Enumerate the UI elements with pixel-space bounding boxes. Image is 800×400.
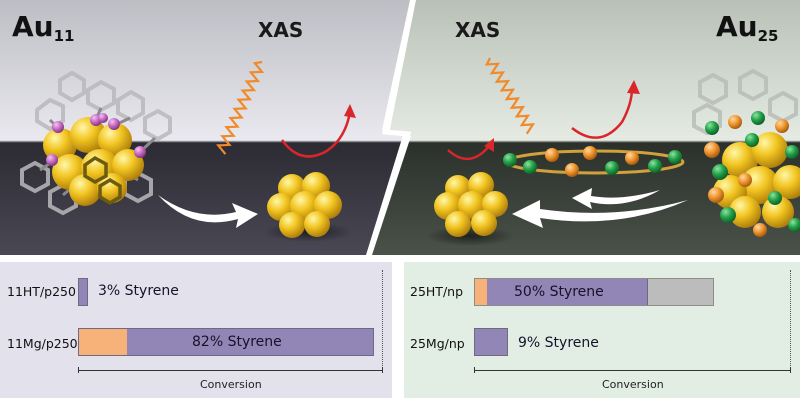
right-title-main: Au — [716, 10, 758, 43]
right-row1-bar-label: 50% Styrene — [514, 284, 604, 300]
au11-ligated-cluster — [20, 70, 172, 216]
xas-wave-right — [484, 57, 536, 135]
right-row1-purple-segment — [487, 279, 648, 305]
xas-label-left: XAS — [258, 18, 304, 42]
right-full-conversion-line — [790, 270, 791, 368]
left-row1-bar — [78, 278, 88, 306]
left-row1-label: 11HT/p250 — [7, 284, 76, 299]
left-row2-orange-segment — [79, 329, 127, 355]
xas-label-right: XAS — [455, 18, 501, 42]
left-row2-bar-label: 82% Styrene — [192, 334, 282, 350]
right-row2-bar-label: 9% Styrene — [518, 335, 599, 351]
right-row1-bar — [474, 278, 714, 306]
right-row1-orange-segment — [475, 279, 487, 305]
left-row2-purple-segment — [127, 329, 373, 355]
red-arrow-right — [571, 87, 634, 139]
right-transform-arrow — [512, 200, 688, 228]
right-axis-tick-start — [474, 367, 475, 373]
left-title-sub: 11 — [53, 27, 75, 45]
right-axis-label: Conversion — [602, 378, 664, 391]
left-axis-tick-end — [382, 367, 383, 373]
right-axis-tick-end — [790, 367, 791, 373]
left-title-main: Au — [12, 10, 54, 43]
left-full-conversion-line — [382, 270, 383, 368]
left-row1-bar-label: 3% Styrene — [98, 283, 179, 299]
au25-bare-core — [426, 172, 514, 246]
left-axis-label: Conversion — [200, 378, 262, 391]
catalysis-illustration — [0, 0, 800, 255]
lightning-divider — [366, 0, 416, 255]
left-conversion-panel: 11HT/p250 3% Styrene 11Mg/p250 82% Styre… — [0, 262, 392, 398]
left-row2-label: 11Mg/p250 — [7, 336, 78, 351]
right-row2-bar — [474, 328, 508, 356]
left-conversion-axis — [78, 370, 382, 371]
right-title-sub: 25 — [757, 27, 779, 45]
right-row2-purple-segment — [475, 329, 507, 355]
left-row1-purple-segment — [79, 279, 87, 305]
au25-ligated-cluster — [692, 68, 800, 237]
red-arrow-right-small — [447, 144, 491, 160]
left-row2-bar — [78, 328, 374, 356]
right-conversion-axis — [474, 370, 790, 371]
right-conversion-panel: 25HT/np 50% Styrene 25Mg/np 9% Styrene C… — [404, 262, 800, 398]
au11-bare-core — [264, 172, 352, 242]
detached-ligand-rings — [503, 146, 685, 177]
left-title: Au11 — [12, 10, 74, 45]
right-row1-label: 25HT/np — [410, 284, 464, 299]
red-arrow-left — [280, 111, 352, 158]
right-title: Au25 — [716, 10, 778, 45]
left-transform-arrow — [158, 195, 258, 228]
right-transform-arrow-small — [572, 188, 660, 209]
right-row2-label: 25Mg/np — [410, 336, 465, 351]
xas-wave-left — [216, 60, 265, 155]
left-axis-tick-start — [78, 367, 79, 373]
